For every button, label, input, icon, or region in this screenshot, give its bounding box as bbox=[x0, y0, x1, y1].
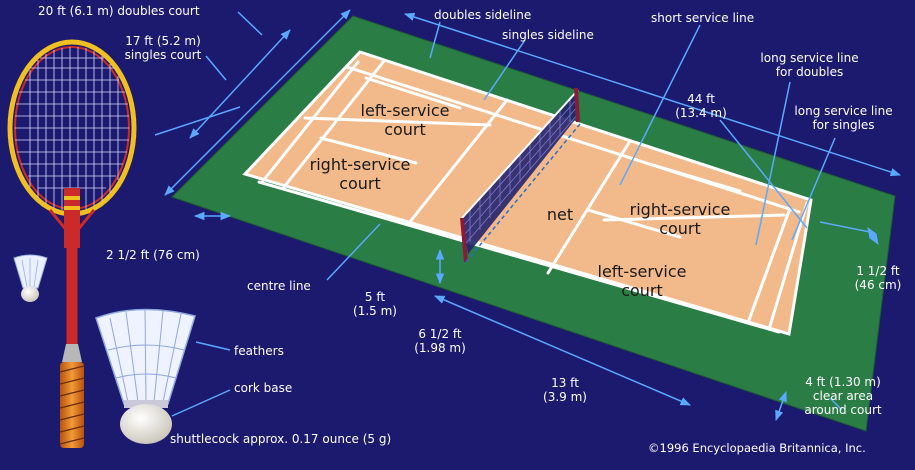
label-long-service-doubles-line-1: long service line bbox=[760, 51, 859, 65]
label-right-service-court-left-line-1: right-service bbox=[309, 155, 411, 174]
label-right-service-court-right-line-1: right-service bbox=[629, 200, 731, 219]
label-centre-line: centre line bbox=[247, 279, 311, 293]
label-long-service-singles-line-1: long service line bbox=[794, 104, 893, 118]
label-net-post-height-line-1: 5 ft bbox=[364, 290, 386, 304]
label-half-court: 13 ft (3.9 m) bbox=[535, 376, 595, 404]
label-left-service-court-top-line-1: left-service bbox=[360, 101, 450, 120]
label-doubles-sideline: doubles sideline bbox=[434, 8, 532, 22]
label-clear-area: 4 ft (1.30 m) clear area around court bbox=[783, 375, 903, 417]
cork-leader bbox=[171, 389, 231, 417]
label-end-margin-line-1: 1 1/2 ft bbox=[856, 264, 900, 278]
label-clear-area-line-1: 4 ft (1.30 m) bbox=[805, 375, 881, 389]
label-short-service-line: short service line bbox=[651, 11, 755, 25]
label-right-service-court-right: right-service court bbox=[610, 200, 750, 238]
label-singles-court-line-1: 17 ft (5.2 m) bbox=[125, 34, 201, 48]
label-feathers: feathers bbox=[234, 344, 284, 358]
large-shuttlecock bbox=[95, 308, 196, 444]
label-long-service-singles-line-2: for singles bbox=[812, 118, 875, 132]
racket-illustration bbox=[7, 39, 137, 448]
label-net-post-height: 5 ft (1.5 m) bbox=[350, 290, 400, 318]
label-shuttlecock-weight: shuttlecock approx. 0.17 ounce (5 g) bbox=[170, 432, 392, 446]
label-court-length: 44 ft (13.4 m) bbox=[666, 92, 736, 120]
feathers-leader bbox=[195, 341, 231, 351]
label-left-service-court-top: left-service court bbox=[340, 101, 470, 139]
label-doubles-court: 20 ft (6.1 m) doubles court bbox=[38, 4, 200, 18]
label-right-service-court-left-line-2: court bbox=[339, 174, 381, 193]
label-left-service-court-top-line-2: court bbox=[384, 120, 426, 139]
label-cork-base: cork base bbox=[234, 381, 293, 395]
dimension-lines bbox=[154, 9, 901, 421]
label-net: net bbox=[546, 205, 574, 224]
label-court-length-line-2: (13.4 m) bbox=[675, 106, 727, 120]
label-clear-area-line-3: around court bbox=[804, 403, 882, 417]
label-left-service-court-bottom-line-1: left-service bbox=[597, 262, 687, 281]
label-left-service-court-bottom-line-2: court bbox=[621, 281, 663, 300]
label-short-service-distance: 6 1/2 ft (1.98 m) bbox=[405, 327, 475, 355]
small-shuttlecock bbox=[13, 254, 48, 302]
copyright-notice: ©1996 Encyclopaedia Britannica, Inc. bbox=[648, 441, 866, 455]
label-left-service-court-bottom: left-service court bbox=[572, 262, 712, 300]
label-half-court-line-2: (3.9 m) bbox=[543, 390, 587, 404]
label-long-service-doubles-line-2: for doubles bbox=[775, 65, 844, 79]
label-right-service-court-left: right-service court bbox=[290, 155, 430, 193]
label-singles-sideline: singles sideline bbox=[502, 28, 594, 42]
label-end-margin-line-2: (46 cm) bbox=[854, 278, 902, 292]
label-net-post-height-line-2: (1.5 m) bbox=[353, 304, 397, 318]
label-long-service-singles: long service line for singles bbox=[786, 104, 901, 132]
label-half-court-line-1: 13 ft bbox=[551, 376, 579, 390]
label-short-service-distance-line-1: 6 1/2 ft bbox=[418, 327, 462, 341]
label-clear-area-line-2: clear area bbox=[812, 389, 874, 403]
label-singles-court-line-2: singles court bbox=[124, 48, 202, 62]
label-singles-court: 17 ft (5.2 m) singles court bbox=[118, 34, 208, 62]
label-right-service-court-right-line-2: court bbox=[659, 219, 701, 238]
label-court-length-line-1: 44 ft bbox=[687, 92, 715, 106]
label-short-service-distance-line-2: (1.98 m) bbox=[414, 341, 466, 355]
label-long-service-doubles: long service line for doubles bbox=[752, 51, 867, 79]
label-back-margin: 2 1/2 ft (76 cm) bbox=[106, 248, 200, 262]
label-end-margin: 1 1/2 ft (46 cm) bbox=[843, 264, 913, 292]
